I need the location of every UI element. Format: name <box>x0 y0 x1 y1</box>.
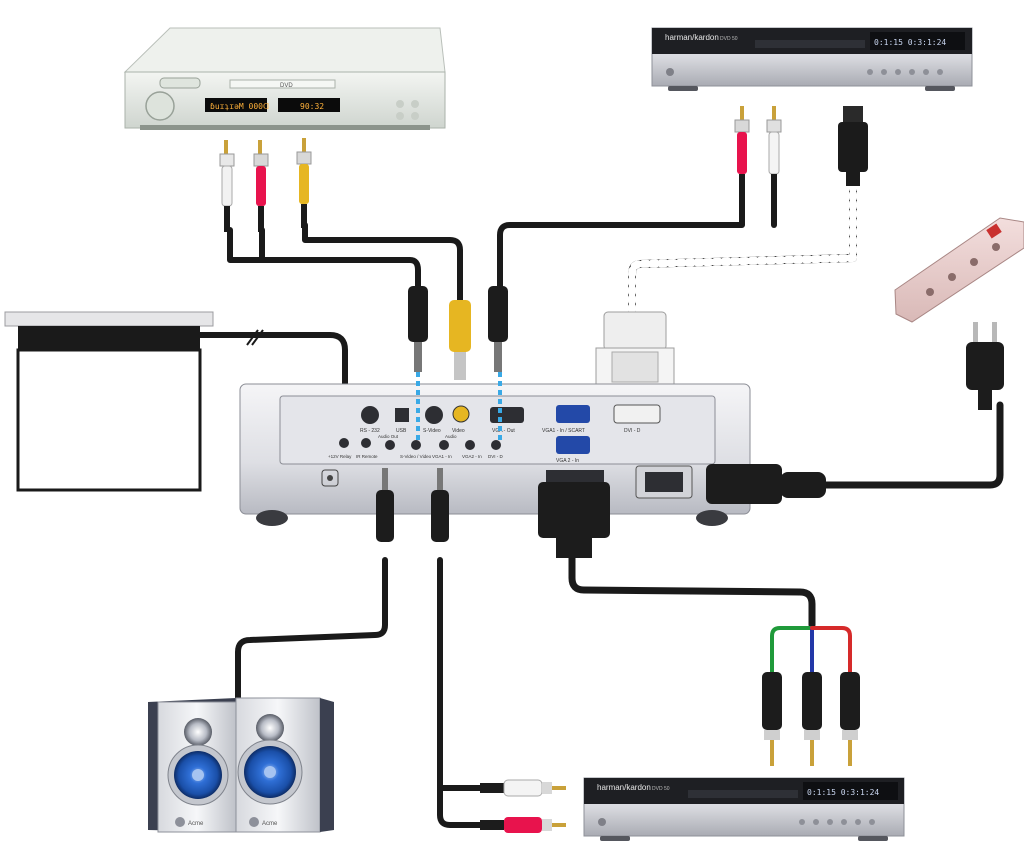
projector-bottom-plugs <box>376 468 449 542</box>
projection-screen <box>4 311 264 492</box>
port-vga2-in <box>556 436 590 454</box>
port-vga-out <box>490 407 524 423</box>
speakers: Acme Acme <box>148 697 334 833</box>
port-rs232 <box>361 406 379 424</box>
rca-plug-yellow <box>296 138 312 228</box>
label-audio-dvi: DVI - D <box>488 454 504 459</box>
power-plug <box>966 322 1004 410</box>
rca-plug-green <box>762 672 782 766</box>
cable-hdmi-dvi-stripes <box>628 181 857 316</box>
dvd-display-left <box>205 98 267 112</box>
component-plugs <box>762 672 860 766</box>
label-rs232: RS - 232 <box>360 428 380 434</box>
cable-screen-relay <box>192 332 348 403</box>
cable-power <box>821 401 1004 489</box>
label-vga1-in: VGA1 - In / SCART <box>542 428 585 434</box>
cable-vga-component <box>568 551 816 629</box>
receiver-top-model: DVD 50 <box>720 36 738 42</box>
rca-plug-red-bottom <box>480 817 566 833</box>
receiver-top-display <box>870 32 965 50</box>
cables <box>192 181 1004 828</box>
svg-text:90:32: 90:32 <box>300 102 324 111</box>
port-highlight-dashes <box>416 372 502 440</box>
cable-dvd-audio <box>227 227 421 293</box>
dvd-display-right <box>278 98 340 112</box>
cable-receiver-audio <box>497 192 745 293</box>
speaker-right: Acme <box>235 697 334 833</box>
label-audio-out: Audio Out <box>378 434 399 439</box>
port-svideo <box>425 406 443 424</box>
cable-component-green <box>770 626 814 674</box>
svg-text:0:1:15 0:3:1:24: 0:1:15 0:3:1:24 <box>807 788 879 797</box>
cable-dvd-video <box>302 222 463 303</box>
dvd-disc-logo: DVD <box>280 83 293 89</box>
receiver-bottom-brand: harman/kardon <box>597 783 651 792</box>
receiver-bottom-plugs <box>480 779 566 833</box>
port-audio-dvi <box>491 440 501 450</box>
port-audio-vga1 <box>439 440 449 450</box>
speaker-left: Acme <box>148 698 237 833</box>
port-dvi-d <box>613 404 661 424</box>
port-vga1-in <box>556 405 590 423</box>
rca-plug-red-top <box>734 106 750 198</box>
label-audio-in: Audio <box>445 434 457 439</box>
port-audio-out <box>385 440 395 450</box>
speaker-left-brand: Acme <box>188 821 204 827</box>
rca-plug-white-top <box>766 106 782 198</box>
label-dvi-d: DVI - D <box>624 428 641 434</box>
rca-plug-red-component <box>840 672 860 766</box>
power-cord-plug <box>706 464 826 504</box>
cable-component-red <box>810 626 852 674</box>
label-audio-svideo: S-Video / Video <box>400 454 432 459</box>
port-usb <box>395 408 409 422</box>
label-audio-vga1: VGA1 - In <box>432 454 452 459</box>
port-relay <box>339 438 349 448</box>
port-video <box>452 405 470 423</box>
label-audio-vga2: VGA2 - In <box>462 454 482 459</box>
dvd-player: DVD ɓuɪʇɪəM 000ꓷ 90:32 <box>123 27 446 130</box>
vga-plug <box>538 470 610 558</box>
label-video: Video <box>452 428 465 434</box>
port-ir <box>361 438 371 448</box>
dvd-rca-plugs <box>219 138 312 232</box>
hdmi-plug <box>838 106 868 186</box>
receiver-bottom: harman/kardon DVD 50 0:1:15 0:3:1:24 <box>583 777 905 841</box>
label-vga2-in: VGA 2 - In <box>556 458 579 464</box>
rca-plug-white-bottom <box>480 779 566 797</box>
label-svideo: S-Video <box>423 428 441 434</box>
cable-receiver2-audio <box>437 557 488 828</box>
dvi-plug <box>595 311 675 389</box>
dvd-jog-dial <box>145 91 175 121</box>
svg-text:0:1:15 0:3:1:24: 0:1:15 0:3:1:24 <box>874 38 946 47</box>
label-ir: IR Remote <box>356 454 378 459</box>
kensington-lock-icon <box>321 469 339 487</box>
receiver-top-plugs <box>734 106 868 198</box>
speaker-right-brand: Acme <box>262 821 278 827</box>
rca-plug-blue <box>802 672 822 766</box>
label-vga-out: VGA - Out <box>492 428 515 434</box>
receiver-bottom-model: DVD 50 <box>652 786 670 792</box>
label-relay: +12V Relay <box>328 454 352 459</box>
receiver-bottom-display <box>803 782 898 800</box>
cable-speakers <box>235 557 388 703</box>
label-usb: USB <box>396 428 407 434</box>
power-strip <box>894 217 1024 323</box>
svg-text:ɓuɪʇɪəM 000ꓷ: ɓuɪʇɪəM 000ꓷ <box>210 102 269 111</box>
receiver-top: harman/kardon DVD 50 0:1:15 0:3:1:24 <box>651 27 973 91</box>
port-audio-vga2 <box>465 440 475 450</box>
receiver-top-brand: harman/kardon <box>665 33 719 42</box>
port-audio-svideo <box>411 440 421 450</box>
rca-plug-white <box>219 140 235 232</box>
rca-plug-red <box>253 140 269 232</box>
projector: RS - 232 USB S-Video Video VGA - Out VGA… <box>239 372 751 526</box>
